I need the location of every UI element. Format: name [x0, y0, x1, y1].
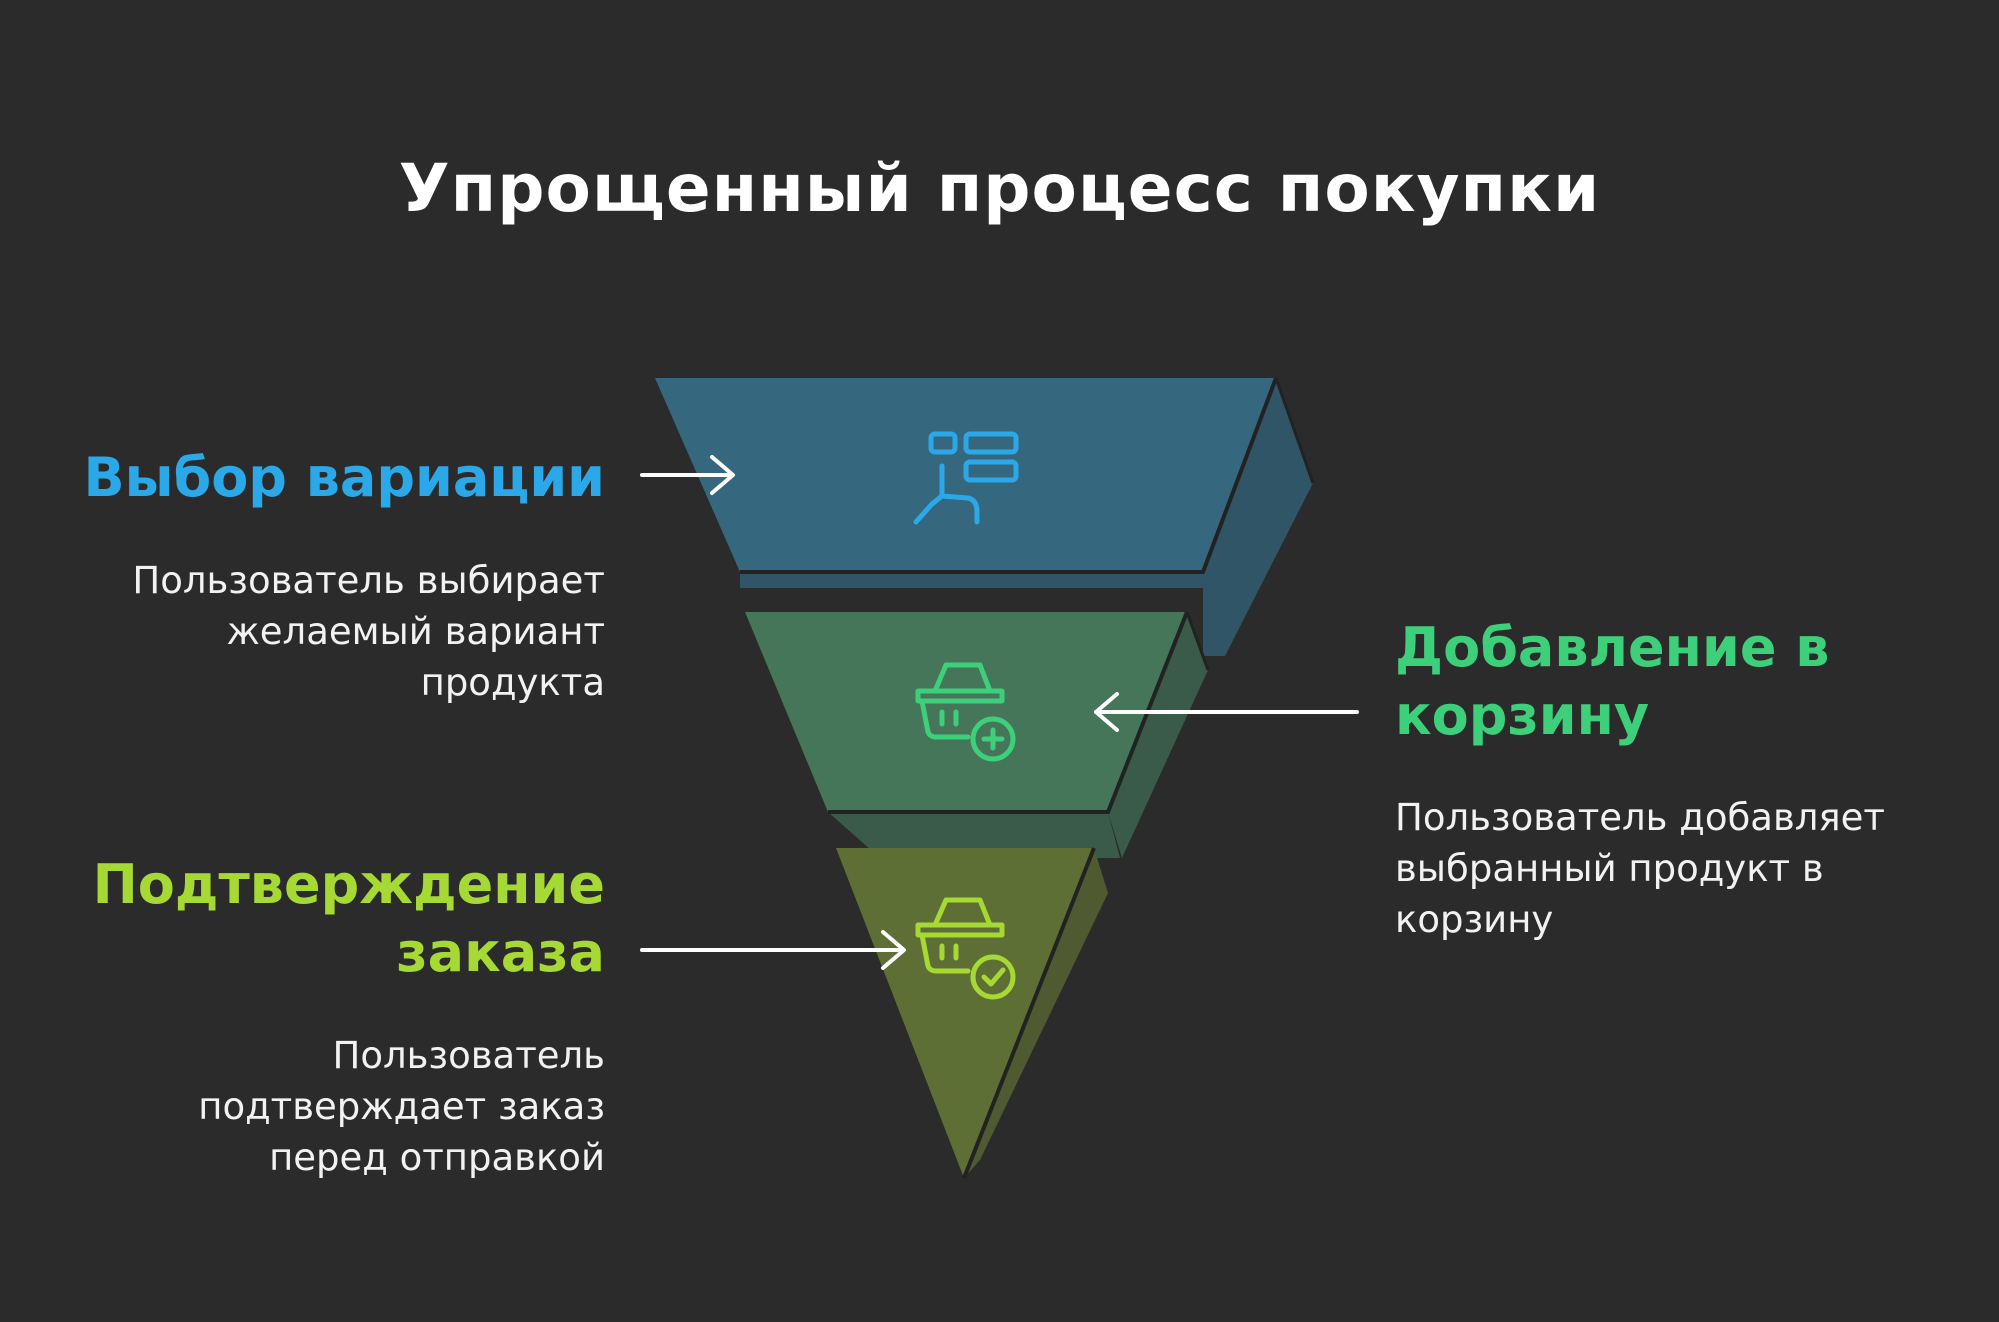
stage-variant-heading: Выбор вариации — [83, 446, 606, 509]
stage-confirm-heading: Подтверждение заказа — [92, 853, 605, 984]
stage-confirm-description: Пользователь подтверждает заказ перед от… — [198, 1034, 605, 1179]
stage-cart-heading: Добавление в корзину — [1395, 616, 1830, 747]
arrow-to-cart — [1094, 692, 1359, 732]
stage-cart-description: Пользователь добавляет выбранный продукт… — [1395, 796, 1885, 941]
arrow-to-variant — [640, 455, 735, 495]
funnel-stage-confirm — [836, 847, 1108, 1179]
basket-add-icon — [915, 662, 1016, 762]
funnel-stage-cart — [745, 611, 1210, 858]
arrow-to-confirm — [640, 930, 906, 970]
basket-check-icon — [915, 897, 1016, 1000]
select-variant-icon — [913, 431, 1019, 525]
stage-variant-description: Пользователь выбирает желаемый вариант п… — [132, 559, 605, 704]
diagram-title: Упрощенный процесс покупки — [398, 150, 1601, 227]
